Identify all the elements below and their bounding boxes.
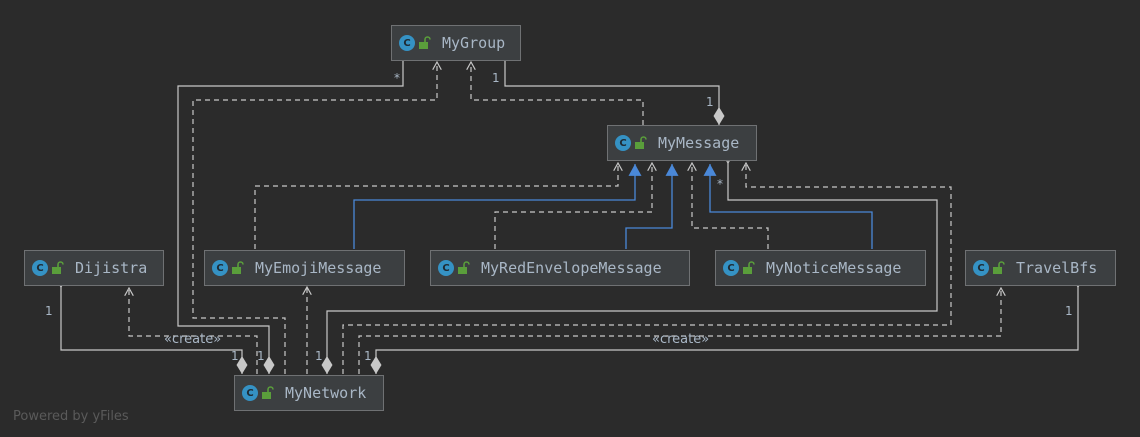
multiplicity-one: 1 <box>706 95 714 109</box>
multiplicity-star: * <box>394 71 400 85</box>
class-name: MyNoticeMessage <box>766 259 902 277</box>
edge-myredenvelope-mymessage-dependency <box>494 163 652 249</box>
class-node-mymessage[interactable]: C MyMessage <box>607 125 757 161</box>
class-icon: C <box>615 135 631 151</box>
edge-mynetwork-travelbfs-composition <box>376 287 1078 374</box>
multiplicity-one: 1 <box>1065 304 1073 318</box>
class-icon: C <box>242 385 258 401</box>
edge-mynetwork-travelbfs-create <box>358 288 1001 374</box>
edge-myredenvelope-extends-mymessage <box>625 164 679 249</box>
lock-icon <box>232 261 244 274</box>
edge-mynetwork-mymessage-composition <box>327 163 938 374</box>
multiplicity-one: 1 <box>257 349 265 363</box>
multiplicity-one: 1 <box>364 349 372 363</box>
class-name: MyGroup <box>442 34 506 52</box>
class-node-myemojimessage[interactable]: C MyEmojiMessage <box>204 250 405 286</box>
create-label-left: «create» <box>164 332 222 347</box>
class-node-dijistra[interactable]: C Dijistra <box>24 250 164 286</box>
lock-icon <box>419 36 431 49</box>
class-name: TravelBfs <box>1016 259 1098 277</box>
class-name: Dijistra <box>75 259 148 277</box>
multiplicity-one: 1 <box>315 349 323 363</box>
edge-mynetwork-dijistra-create <box>129 288 258 374</box>
class-name: MyEmojiMessage <box>255 259 382 277</box>
multiplicity-one: 1 <box>492 71 500 85</box>
lock-icon <box>635 136 647 149</box>
edge-mynetwork-dijistra-composition <box>61 287 242 374</box>
lock-icon <box>458 261 470 274</box>
multiplicity-star: * <box>717 177 723 191</box>
edge-mynetwork-mygroup-composition <box>177 61 403 374</box>
class-name: MyMessage <box>658 134 740 152</box>
edge-mynotice-extends-mymessage <box>703 164 873 249</box>
lock-icon <box>262 386 274 399</box>
class-icon: C <box>973 260 989 276</box>
class-icon: C <box>438 260 454 276</box>
multiplicity-one: 1 <box>45 304 53 318</box>
class-node-mygroup[interactable]: C MyGroup <box>391 25 521 61</box>
class-icon: C <box>32 260 48 276</box>
class-node-myredenvelopemessage[interactable]: C MyRedEnvelopeMessage <box>430 250 690 286</box>
edge-mymessage-mygroup-dependency <box>471 62 644 125</box>
edge-myemoji-mymessage-dependency <box>254 163 618 249</box>
edge-mynotice-mymessage-dependency <box>692 163 769 249</box>
class-node-mynoticemessage[interactable]: C MyNoticeMessage <box>715 250 926 286</box>
lock-icon <box>743 261 755 274</box>
lock-icon <box>993 261 1005 274</box>
create-label-right: «create» <box>652 332 710 347</box>
class-icon: C <box>399 35 415 51</box>
class-node-travelbfs[interactable]: C TravelBfs <box>965 250 1116 286</box>
edge-myemoji-extends-mymessage <box>353 164 642 249</box>
edge-mynetwork-mygroup-dependency <box>192 62 437 374</box>
multiplicity-one: 1 <box>231 349 239 363</box>
lock-icon <box>52 261 64 274</box>
class-icon: C <box>723 260 739 276</box>
class-node-mynetwork[interactable]: C MyNetwork <box>234 375 384 411</box>
class-name: MyNetwork <box>285 384 367 402</box>
edge-mynetwork-mymessage-dependency <box>342 163 952 374</box>
powered-by-footer: Powered by yFiles <box>13 409 129 424</box>
edge-mymessage-mygroup-composition <box>505 61 719 125</box>
class-icon: C <box>212 260 228 276</box>
class-name: MyRedEnvelopeMessage <box>481 259 662 277</box>
